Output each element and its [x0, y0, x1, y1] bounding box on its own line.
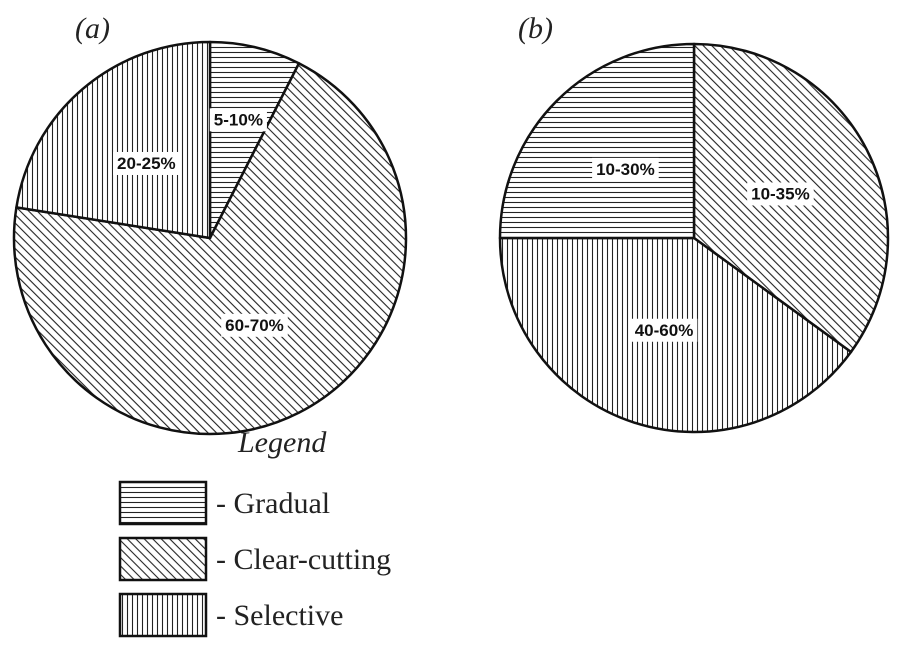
pie-a-labels: 5-10% 60-70% 20-25% [113, 108, 288, 337]
legend: Legend - Gradual - Clear-cutting - Selecti… [118, 426, 391, 638]
legend-title: Legend [237, 426, 327, 459]
pie-b-label-clear: 10-35% [751, 184, 810, 203]
slice-label-background [113, 151, 180, 175]
pie-a-slice-selective [15, 40, 212, 240]
slice-label-background [209, 108, 267, 132]
pie-chart-a: (a) 5-10% 60-70% 20-25% [12, 12, 408, 436]
pie-chart-b: (b) 10-35% 40-60% 10-30% [498, 12, 890, 434]
pie-a-label-clear: 60-70% [225, 316, 284, 335]
legend-label-selective: - Selective [216, 599, 343, 632]
pie-a-slice-clear [12, 62, 408, 436]
legend-items: - Gradual - Clear-cutting - Selective [118, 480, 391, 638]
legend-label-clear: - Clear-cutting [216, 543, 391, 576]
pie-b-label-selective: 40-60% [635, 321, 694, 340]
legend-label-gradual: - Gradual [216, 487, 330, 520]
legend-swatch-clear [118, 536, 208, 582]
slice-label-background [221, 313, 288, 337]
pie-b-slice-gradual [498, 42, 696, 240]
pie-b-slices [498, 42, 890, 434]
slice-label-background [630, 318, 698, 342]
pie-b-label-gradual: 10-30% [596, 160, 655, 179]
panel-label-b: (b) [518, 12, 553, 45]
pie-a-label-gradual: 5-10% [214, 110, 263, 129]
pie-b-labels: 10-35% 40-60% 10-30% [592, 157, 814, 342]
legend-swatch-selective [118, 592, 208, 638]
slice-label-background [747, 182, 814, 206]
legend-swatch-gradual [118, 480, 208, 526]
slice-label-background [592, 157, 659, 181]
pie-a-label-selective: 20-25% [117, 154, 176, 173]
pie-a-slices [12, 40, 408, 436]
panel-label-a: (a) [75, 12, 110, 45]
